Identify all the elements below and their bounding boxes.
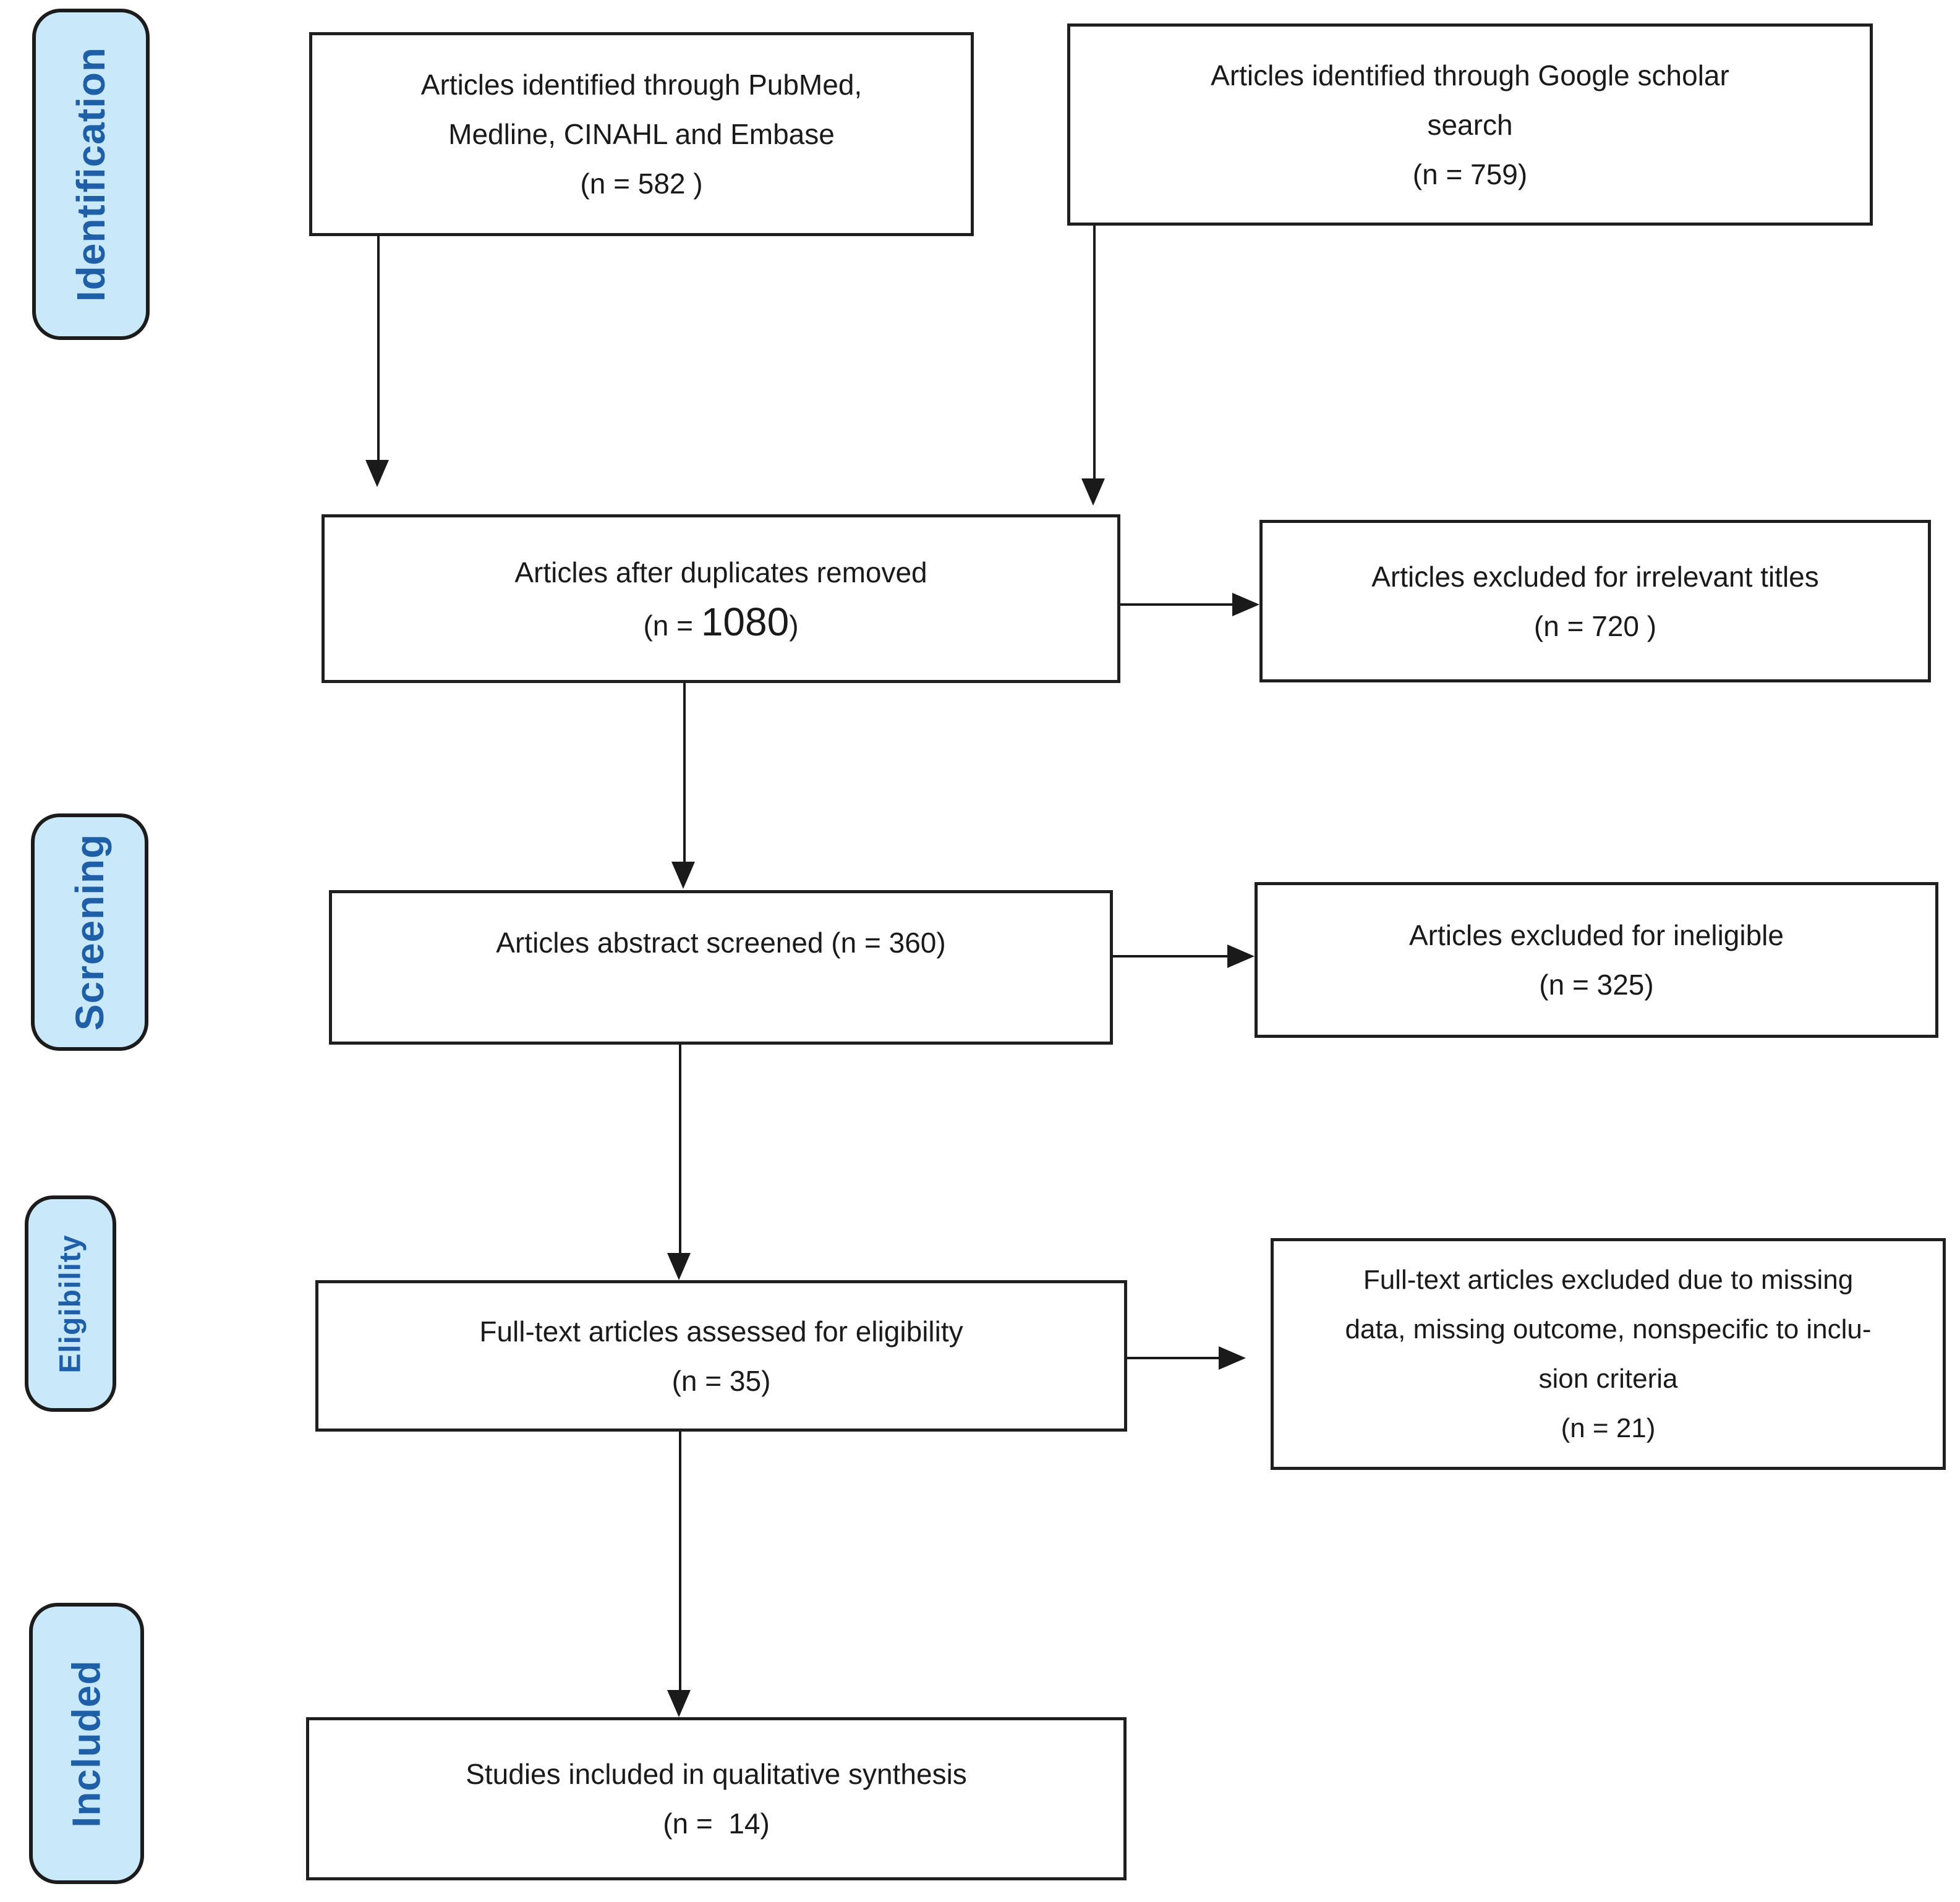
box-count: (n = 21) [1561, 1412, 1656, 1443]
arrow-abstract-to-ineligible-head-icon [1227, 945, 1255, 968]
box-text-line: Articles identified through Google schol… [1211, 59, 1729, 91]
count-prefix: (n = [643, 609, 701, 642]
arrow-abstract-to-fulltext-line [679, 1045, 681, 1253]
box-text-line: Articles after duplicates removed [514, 556, 927, 588]
box-text-line: search [1427, 108, 1513, 141]
box-text-line: Articles abstract screened (n = 360) [496, 927, 946, 959]
arrow-abstract-to-ineligible-line [1113, 955, 1227, 957]
stage-label-identification-text: Identification [69, 46, 113, 302]
stage-label-screening: Screening [31, 813, 148, 1051]
box-text-line: Medline, CINAHL and Embase [448, 118, 835, 150]
stage-label-identification: Identification [32, 9, 150, 340]
box-text-line: data, missing outcome, nonspecific to in… [1345, 1314, 1872, 1344]
box-text-line: Articles identified through PubMed, [420, 69, 863, 101]
arrow-google-to-duplicates-head-icon [1081, 478, 1105, 506]
stage-label-eligibility-text: Eligibility [54, 1234, 87, 1373]
box-count: (n = 325) [1539, 969, 1654, 1001]
box-studies-included: Studies included in qualitative synthesi… [306, 1717, 1127, 1880]
arrow-abstract-to-fulltext-head-icon [667, 1253, 691, 1280]
stage-label-included: Included [29, 1603, 144, 1884]
box-count: (n = 720 ) [1533, 609, 1657, 642]
box-text-line: Full-text articles excluded due to missi… [1363, 1264, 1854, 1295]
box-count: (n = 35) [671, 1364, 771, 1397]
arrow-pubmed-to-duplicates-line [377, 236, 380, 460]
arrow-fulltext-to-excluded-head-icon [1219, 1346, 1246, 1370]
box-text-line: Articles excluded for ineligible [1409, 919, 1784, 951]
count-suffix: ) [789, 609, 799, 642]
box-count: (n = 1080) [643, 597, 798, 650]
arrow-duplicates-to-abstract-line [683, 683, 686, 862]
count-value: 1080 [701, 599, 790, 644]
arrow-fulltext-to-included-head-icon [667, 1690, 691, 1717]
arrow-fulltext-to-excluded-line [1127, 1357, 1219, 1359]
box-after-duplicates-removed: Articles after duplicates removed (n = 1… [322, 514, 1120, 683]
box-fulltext-excluded: Full-text articles excluded due to missi… [1271, 1238, 1946, 1470]
box-excluded-irrelevant-titles: Articles excluded for irrelevant titles … [1259, 520, 1931, 682]
arrow-google-to-duplicates-line [1093, 226, 1096, 478]
stage-label-included-text: Included [64, 1659, 109, 1828]
box-fulltext-assessed: Full-text articles assessed for eligibil… [315, 1280, 1127, 1432]
box-abstract-screened: Articles abstract screened (n = 360) [329, 890, 1113, 1045]
arrow-duplicates-to-irrelevant-line [1120, 603, 1232, 606]
box-count: (n = 759) [1412, 158, 1528, 190]
stage-label-screening-text: Screening [67, 833, 112, 1031]
arrow-pubmed-to-duplicates-head-icon [365, 460, 389, 487]
box-articles-identified-google-scholar: Articles identified through Google schol… [1067, 23, 1873, 226]
arrow-duplicates-to-irrelevant-head-icon [1232, 593, 1259, 616]
arrow-duplicates-to-abstract-head-icon [671, 862, 695, 889]
box-count: (n = 14) [663, 1807, 770, 1840]
box-text-line: Full-text articles assessed for eligibil… [479, 1315, 963, 1348]
box-text-line: Studies included in qualitative synthesi… [466, 1758, 967, 1790]
arrow-fulltext-to-included-line [679, 1432, 681, 1690]
box-count: (n = 582 ) [580, 168, 703, 200]
box-articles-identified-databases: Articles identified through PubMed, Medl… [309, 32, 974, 236]
box-text-line: sion criteria [1538, 1363, 1678, 1394]
stage-label-eligibility: Eligibility [25, 1195, 116, 1412]
box-excluded-ineligible: Articles excluded for ineligible (n = 32… [1255, 882, 1938, 1038]
box-text-line: Articles excluded for irrelevant titles [1371, 560, 1819, 593]
